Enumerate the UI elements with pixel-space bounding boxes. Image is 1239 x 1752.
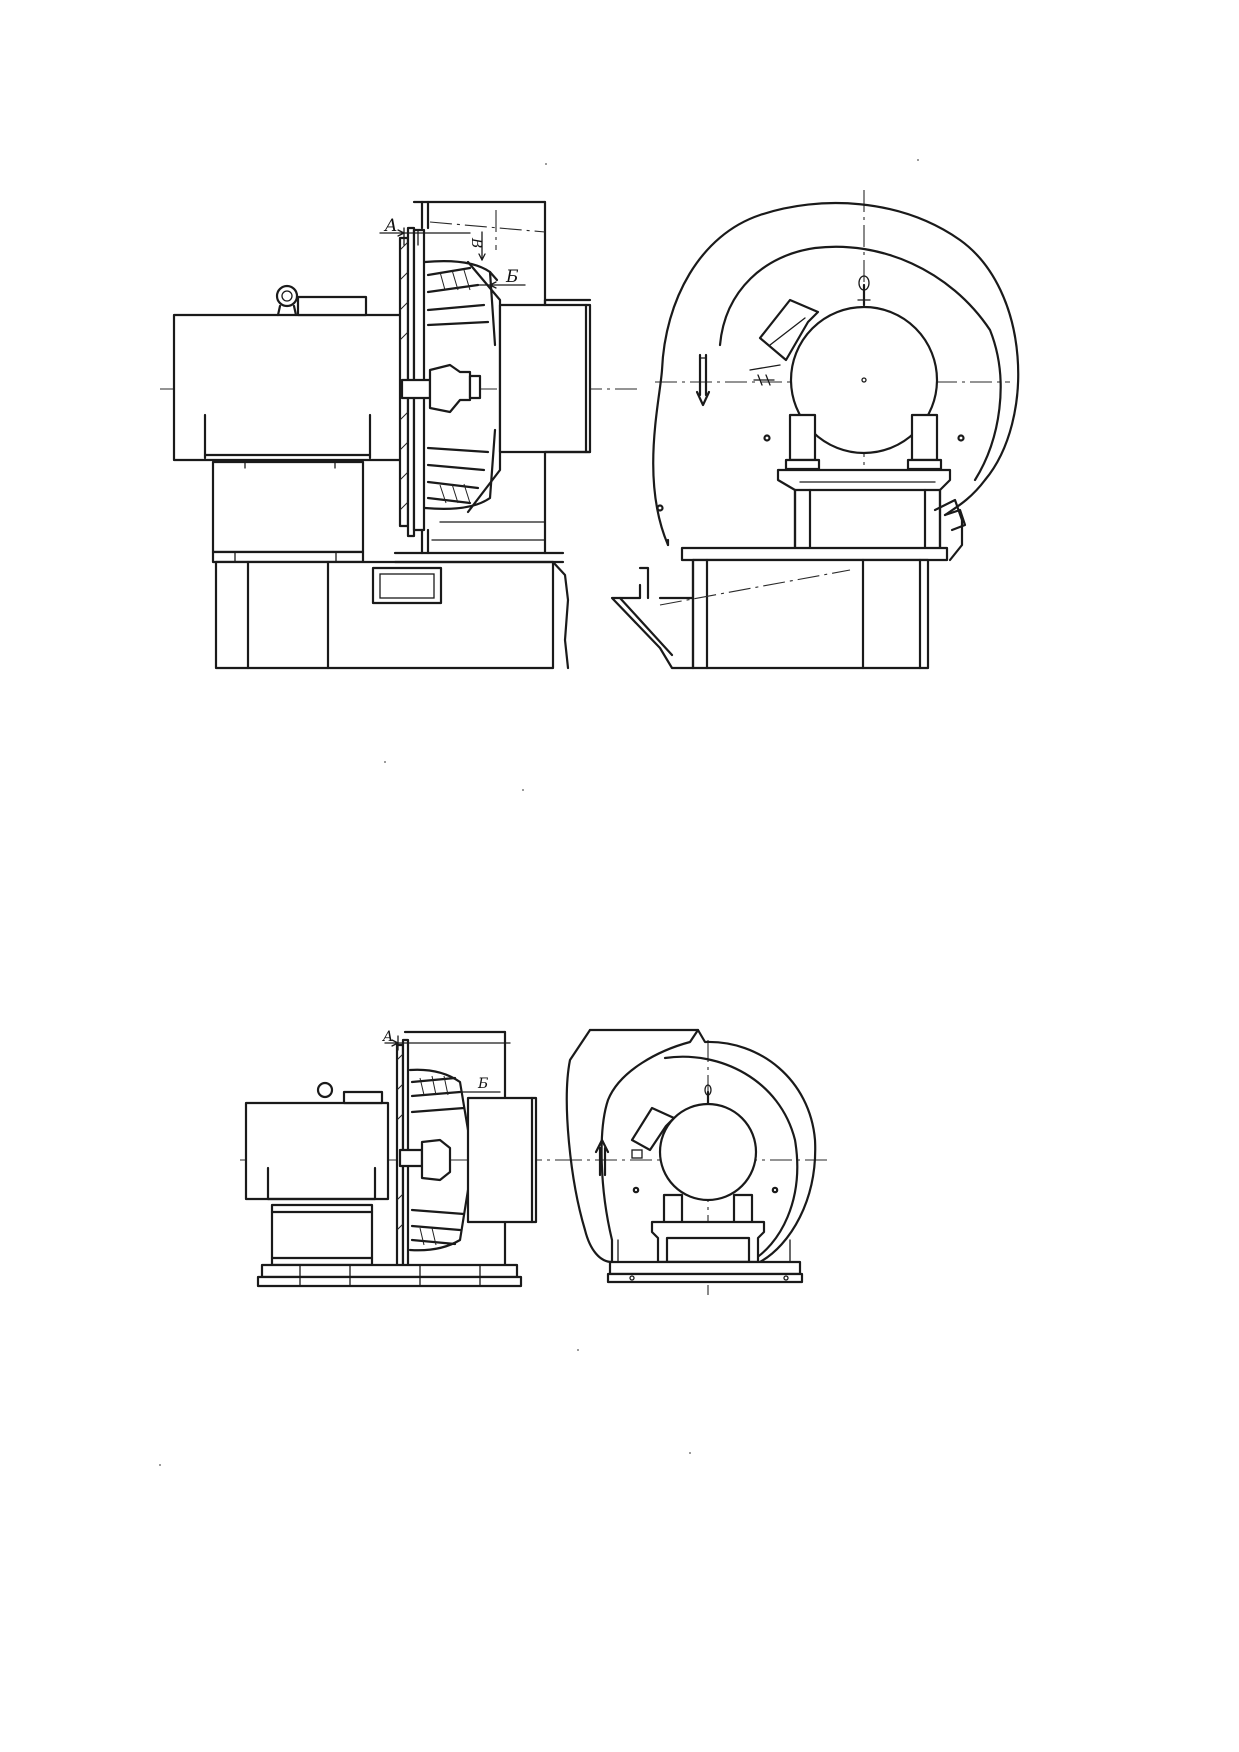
label-b-top: Б xyxy=(505,267,519,287)
motor-stand-front xyxy=(776,413,952,554)
motor-front-circle xyxy=(789,305,939,455)
bottom-side-view: A Б xyxy=(240,1029,560,1288)
inlet-duct xyxy=(498,303,592,454)
mount-hole xyxy=(656,504,664,512)
motor-support xyxy=(211,460,365,564)
mount-hole xyxy=(763,434,771,442)
motor-small xyxy=(244,1081,390,1201)
base-frame xyxy=(214,551,570,670)
lifting-eye-icon xyxy=(275,284,299,308)
volute-outer xyxy=(652,201,1020,547)
rotation-arrow-up-icon xyxy=(594,1138,610,1177)
casing-section xyxy=(412,200,592,555)
impeller-blades xyxy=(423,260,502,514)
rotation-arrow-down-icon xyxy=(695,353,711,407)
mount-hole xyxy=(771,1186,779,1194)
inlet-duct-small xyxy=(466,1096,538,1224)
label-b-bottom: Б xyxy=(477,1076,488,1092)
scan-noise xyxy=(159,159,919,1466)
base-front xyxy=(610,498,964,670)
mount-hole xyxy=(957,434,965,442)
top-side-view: A Б В xyxy=(160,200,640,670)
label-a-bottom: A xyxy=(381,1029,393,1045)
bottom-front-view xyxy=(560,1028,830,1295)
base-front-small xyxy=(608,1260,802,1276)
label-v-top: В xyxy=(468,237,484,248)
lifting-eye-icon xyxy=(316,1081,334,1099)
label-a-top: A xyxy=(383,216,397,236)
motor-support-small xyxy=(270,1203,374,1267)
shaft-hub xyxy=(400,363,482,414)
volute-outer-small xyxy=(588,1028,700,1264)
top-front-view xyxy=(610,190,1020,670)
volute-inner xyxy=(718,245,1002,482)
motor xyxy=(172,284,404,462)
mount-hole xyxy=(632,1186,640,1194)
dimension-markers: A Б В xyxy=(379,216,546,289)
